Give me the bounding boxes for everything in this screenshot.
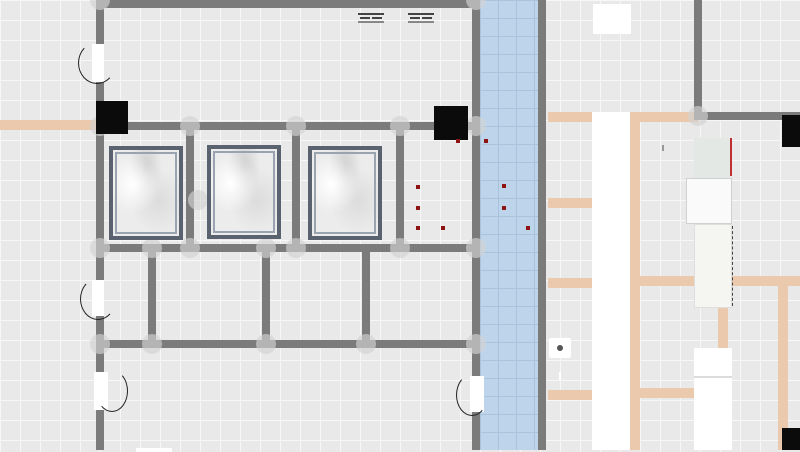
door[interactable]: [94, 372, 108, 410]
point-marker[interactable]: [416, 206, 420, 210]
beam[interactable]: [0, 120, 100, 130]
beam[interactable]: [548, 278, 594, 288]
wall[interactable]: [694, 0, 702, 118]
door-swing-icon: [96, 370, 128, 412]
wall-joint[interactable]: [90, 0, 110, 10]
wall-joint[interactable]: [356, 334, 376, 354]
wall-joint[interactable]: [90, 334, 110, 354]
point-marker[interactable]: [441, 226, 445, 230]
wall-joint[interactable]: [256, 238, 276, 258]
vent-icon[interactable]: [358, 13, 384, 23]
door[interactable]: [136, 448, 172, 452]
wall-joint[interactable]: [466, 0, 486, 10]
hidden-labels: [620, 0, 621, 1]
door-swing-icon: [456, 374, 488, 416]
beam[interactable]: [548, 390, 594, 400]
wall-joint[interactable]: [180, 116, 200, 136]
cabinet[interactable]: [694, 348, 732, 450]
wall-joint[interactable]: [142, 334, 162, 354]
wall[interactable]: [472, 0, 480, 450]
point-marker[interactable]: [526, 226, 530, 230]
cabinet[interactable]: [694, 224, 732, 308]
beam[interactable]: [718, 300, 728, 350]
dashed-edge: [732, 226, 733, 306]
point-marker[interactable]: [484, 139, 488, 143]
wall[interactable]: [96, 340, 480, 348]
marble-panel-icon[interactable]: [109, 146, 183, 240]
point-marker[interactable]: [456, 139, 460, 143]
marble-panel-icon[interactable]: [207, 145, 281, 239]
wall-joint[interactable]: [390, 116, 410, 136]
wall[interactable]: [292, 126, 300, 248]
wall-joint[interactable]: [90, 238, 110, 258]
cabinet[interactable]: [694, 138, 732, 178]
wall-joint[interactable]: [142, 238, 162, 258]
beam[interactable]: [548, 198, 594, 208]
beam[interactable]: [630, 122, 640, 450]
door-swing-icon: [78, 42, 116, 84]
wall-joint[interactable]: [688, 106, 708, 126]
vent-icon[interactable]: [408, 13, 434, 23]
wall[interactable]: [186, 126, 194, 248]
wall[interactable]: [538, 0, 546, 450]
wall-joint[interactable]: [188, 190, 208, 210]
point-marker[interactable]: [502, 184, 506, 188]
door-swing-icon: [80, 278, 116, 320]
beam[interactable]: [630, 388, 696, 398]
wall[interactable]: [96, 0, 480, 8]
counter-strip[interactable]: [592, 112, 630, 450]
fixture-block[interactable]: [593, 4, 631, 34]
small-mark: [559, 372, 561, 380]
wall-joint[interactable]: [466, 334, 486, 354]
drain-icon[interactable]: [549, 338, 571, 358]
wall[interactable]: [96, 0, 104, 450]
wall[interactable]: [694, 112, 800, 120]
wall-joint[interactable]: [466, 238, 486, 258]
wall-joint[interactable]: [180, 238, 200, 258]
column[interactable]: [782, 115, 800, 147]
cabinet-edge: [730, 138, 732, 176]
corridor-zone[interactable]: [480, 0, 538, 450]
small-mark: [662, 145, 664, 151]
point-marker[interactable]: [416, 226, 420, 230]
wall[interactable]: [362, 248, 370, 344]
point-marker[interactable]: [416, 185, 420, 189]
wall[interactable]: [148, 248, 156, 344]
wall-joint[interactable]: [286, 238, 306, 258]
cabinet[interactable]: [686, 178, 732, 224]
point-marker[interactable]: [502, 206, 506, 210]
cabinet-divider: [694, 376, 732, 378]
column[interactable]: [96, 101, 128, 134]
wall[interactable]: [396, 126, 404, 248]
marble-panel-icon[interactable]: [308, 146, 382, 240]
column[interactable]: [434, 106, 468, 140]
wall-joint[interactable]: [390, 238, 410, 258]
wall[interactable]: [262, 248, 270, 344]
column[interactable]: [782, 428, 800, 450]
wall-joint[interactable]: [466, 116, 486, 136]
wall-joint[interactable]: [256, 334, 276, 354]
beam[interactable]: [778, 286, 788, 450]
wall-joint[interactable]: [286, 116, 306, 136]
